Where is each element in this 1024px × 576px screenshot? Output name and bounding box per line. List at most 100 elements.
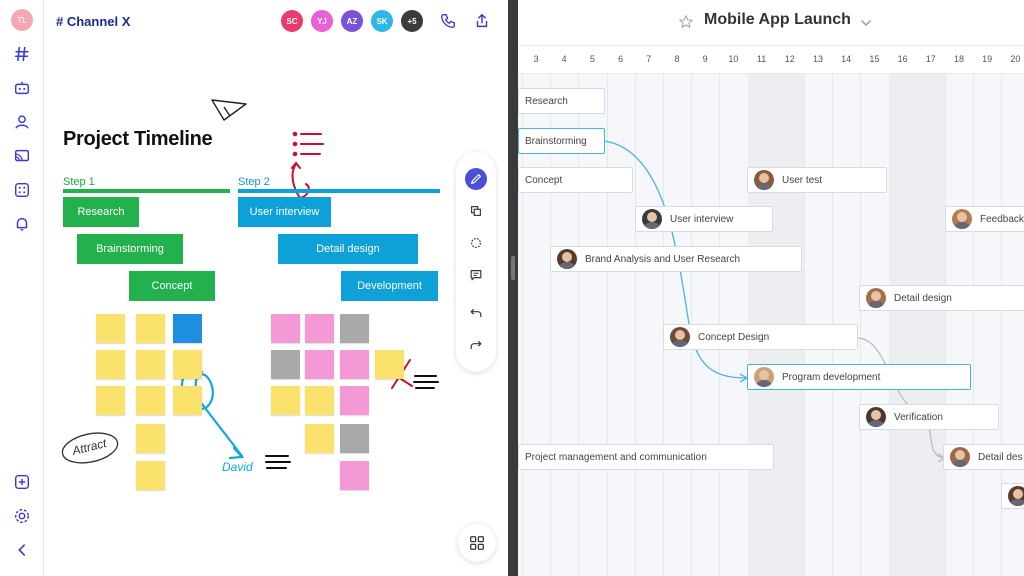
concept-box[interactable]: Concept xyxy=(129,271,215,301)
assignee-avatar[interactable] xyxy=(557,249,577,269)
sticky-note[interactable] xyxy=(136,424,165,453)
chevron-down-icon[interactable] xyxy=(860,17,872,29)
task-label: User test xyxy=(782,174,823,186)
day-column-line xyxy=(860,74,862,576)
sticky-note[interactable] xyxy=(340,461,369,490)
sticky-note[interactable] xyxy=(136,350,165,379)
research-box[interactable]: Research xyxy=(63,197,139,227)
task-bar[interactable]: User test xyxy=(747,167,887,193)
day-label: 6 xyxy=(618,54,624,64)
person-icon[interactable] xyxy=(10,110,34,134)
user-interview-box[interactable]: User interview xyxy=(238,197,331,227)
task-bar[interactable]: Verification xyxy=(859,404,999,430)
bell-icon[interactable] xyxy=(10,212,34,236)
sticky-note[interactable] xyxy=(96,314,125,343)
sticky-note[interactable] xyxy=(96,386,125,415)
task-bar[interactable]: Brand Analysis and User Research xyxy=(550,246,802,272)
copy-icon[interactable] xyxy=(465,200,487,222)
assignee-avatar[interactable] xyxy=(670,327,690,347)
sticky-note[interactable] xyxy=(340,314,369,343)
sticky-note[interactable] xyxy=(305,424,334,453)
assignee-avatar[interactable] xyxy=(754,170,774,190)
step-2-label: Step 2 xyxy=(238,176,270,188)
comment-icon[interactable] xyxy=(465,264,487,286)
sticky-note[interactable] xyxy=(173,314,202,343)
sticky-note[interactable] xyxy=(271,350,300,379)
sticky-note[interactable] xyxy=(173,350,202,379)
assignee-avatar[interactable] xyxy=(952,209,972,229)
development-box[interactable]: Development xyxy=(341,271,438,301)
assignee-avatar[interactable] xyxy=(642,209,662,229)
brainstorming-box[interactable]: Brainstorming xyxy=(77,234,183,264)
divider-grip-handle[interactable] xyxy=(511,256,515,280)
task-bar-partial[interactable] xyxy=(1001,483,1024,509)
assignee-avatar[interactable] xyxy=(950,447,970,467)
day-label: 7 xyxy=(646,54,652,64)
assignee-avatar[interactable] xyxy=(866,407,886,427)
task-bar[interactable]: Program development xyxy=(747,364,971,390)
day-label: 9 xyxy=(702,54,708,64)
participant-avatar[interactable]: AZ xyxy=(341,10,363,32)
phone-icon[interactable] xyxy=(437,10,459,32)
collapse-chevron-icon[interactable] xyxy=(10,538,34,562)
detail-design-box[interactable]: Detail design xyxy=(278,234,418,264)
assignee-avatar[interactable] xyxy=(1008,486,1024,506)
whiteboard-panel[interactable]: # Channel X SC YJ AZ SK +5 xyxy=(44,0,508,576)
task-bar[interactable]: User interview xyxy=(635,206,773,232)
task-bar[interactable]: Detail des xyxy=(943,444,1024,470)
sticky-note[interactable] xyxy=(271,386,300,415)
left-rail: TL xyxy=(0,0,44,576)
pen-icon[interactable] xyxy=(465,168,487,190)
sticky-note[interactable] xyxy=(96,350,125,379)
assignee-avatar[interactable] xyxy=(754,367,774,387)
redo-icon[interactable] xyxy=(465,334,487,356)
sticky-note[interactable] xyxy=(305,350,334,379)
sticky-note[interactable] xyxy=(375,350,404,379)
participant-avatar[interactable]: SK xyxy=(371,10,393,32)
task-label: Detail des xyxy=(978,451,1023,463)
task-label: Brand Analysis and User Research xyxy=(585,253,741,265)
task-bar[interactable]: Research xyxy=(518,88,605,114)
sticky-note[interactable] xyxy=(340,386,369,415)
apps-grid-icon[interactable] xyxy=(458,524,496,562)
apps-grid-icon[interactable] xyxy=(10,178,34,202)
sticky-note[interactable] xyxy=(136,314,165,343)
gantt-header: Mobile App Launch xyxy=(518,0,1024,46)
task-bar[interactable]: Concept xyxy=(518,167,633,193)
add-square-icon[interactable] xyxy=(10,470,34,494)
sticky-note[interactable] xyxy=(136,461,165,490)
split-divider[interactable] xyxy=(508,0,518,576)
task-bar[interactable]: Feedback xyxy=(945,206,1024,232)
star-icon[interactable] xyxy=(678,14,694,30)
task-bar[interactable]: Detail design xyxy=(859,285,1024,311)
user-avatar[interactable]: TL xyxy=(11,9,33,31)
task-bar[interactable]: Concept Design xyxy=(663,324,858,350)
sticky-note[interactable] xyxy=(305,314,334,343)
channel-hash-icon[interactable] xyxy=(10,42,34,66)
participant-avatar[interactable]: SC xyxy=(281,10,303,32)
weekend-shading xyxy=(888,74,945,576)
sticky-note[interactable] xyxy=(271,314,300,343)
day-label: 20 xyxy=(1010,54,1021,64)
bot-icon[interactable] xyxy=(10,76,34,100)
sticky-note[interactable] xyxy=(136,386,165,415)
sticky-note[interactable] xyxy=(340,350,369,379)
participant-avatar[interactable]: YJ xyxy=(311,10,333,32)
lasso-icon[interactable] xyxy=(465,232,487,254)
cast-icon[interactable] xyxy=(10,144,34,168)
day-label: 5 xyxy=(589,54,595,64)
task-bar[interactable]: Brainstorming xyxy=(518,128,605,154)
board-title: Project Timeline xyxy=(63,128,213,150)
share-icon[interactable] xyxy=(471,10,493,32)
sticky-note[interactable] xyxy=(173,386,202,415)
project-title[interactable]: Mobile App Launch xyxy=(704,11,851,28)
undo-icon[interactable] xyxy=(465,302,487,324)
settings-icon[interactable] xyxy=(10,504,34,528)
more-participants-badge[interactable]: +5 xyxy=(401,10,423,32)
day-label: 10 xyxy=(728,54,739,64)
assignee-avatar[interactable] xyxy=(866,288,886,308)
sticky-note[interactable] xyxy=(305,386,334,415)
task-bar[interactable]: Project management and communication xyxy=(518,444,774,470)
sticky-note[interactable] xyxy=(340,424,369,453)
